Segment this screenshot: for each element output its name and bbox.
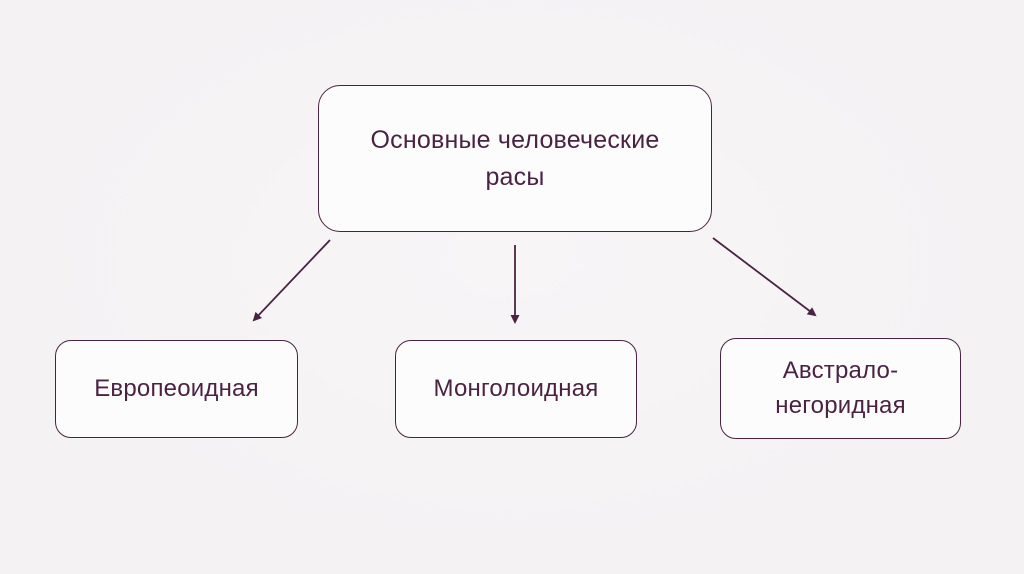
root-box-label: Основные человеческие расы: [370, 126, 660, 191]
arrow-root-to-right: [712, 237, 817, 317]
leaf-box-mongoloid: Монголоидная: [395, 340, 637, 438]
leaf-box-australo-negroid-label: Австрало-негоридная: [775, 356, 906, 419]
leaf-box-europeoid-label: Европеоидная: [94, 374, 259, 402]
leaf-box-mongoloid-label: Монголоидная: [433, 374, 599, 402]
leaf-box-australo-negroid: Австрало-негоридная: [720, 338, 961, 439]
root-box-main-races: Основные человеческие расы: [318, 85, 712, 232]
arrow-root-to-left: [252, 239, 331, 322]
leaf-box-europeoid: Европеоидная: [55, 340, 298, 438]
